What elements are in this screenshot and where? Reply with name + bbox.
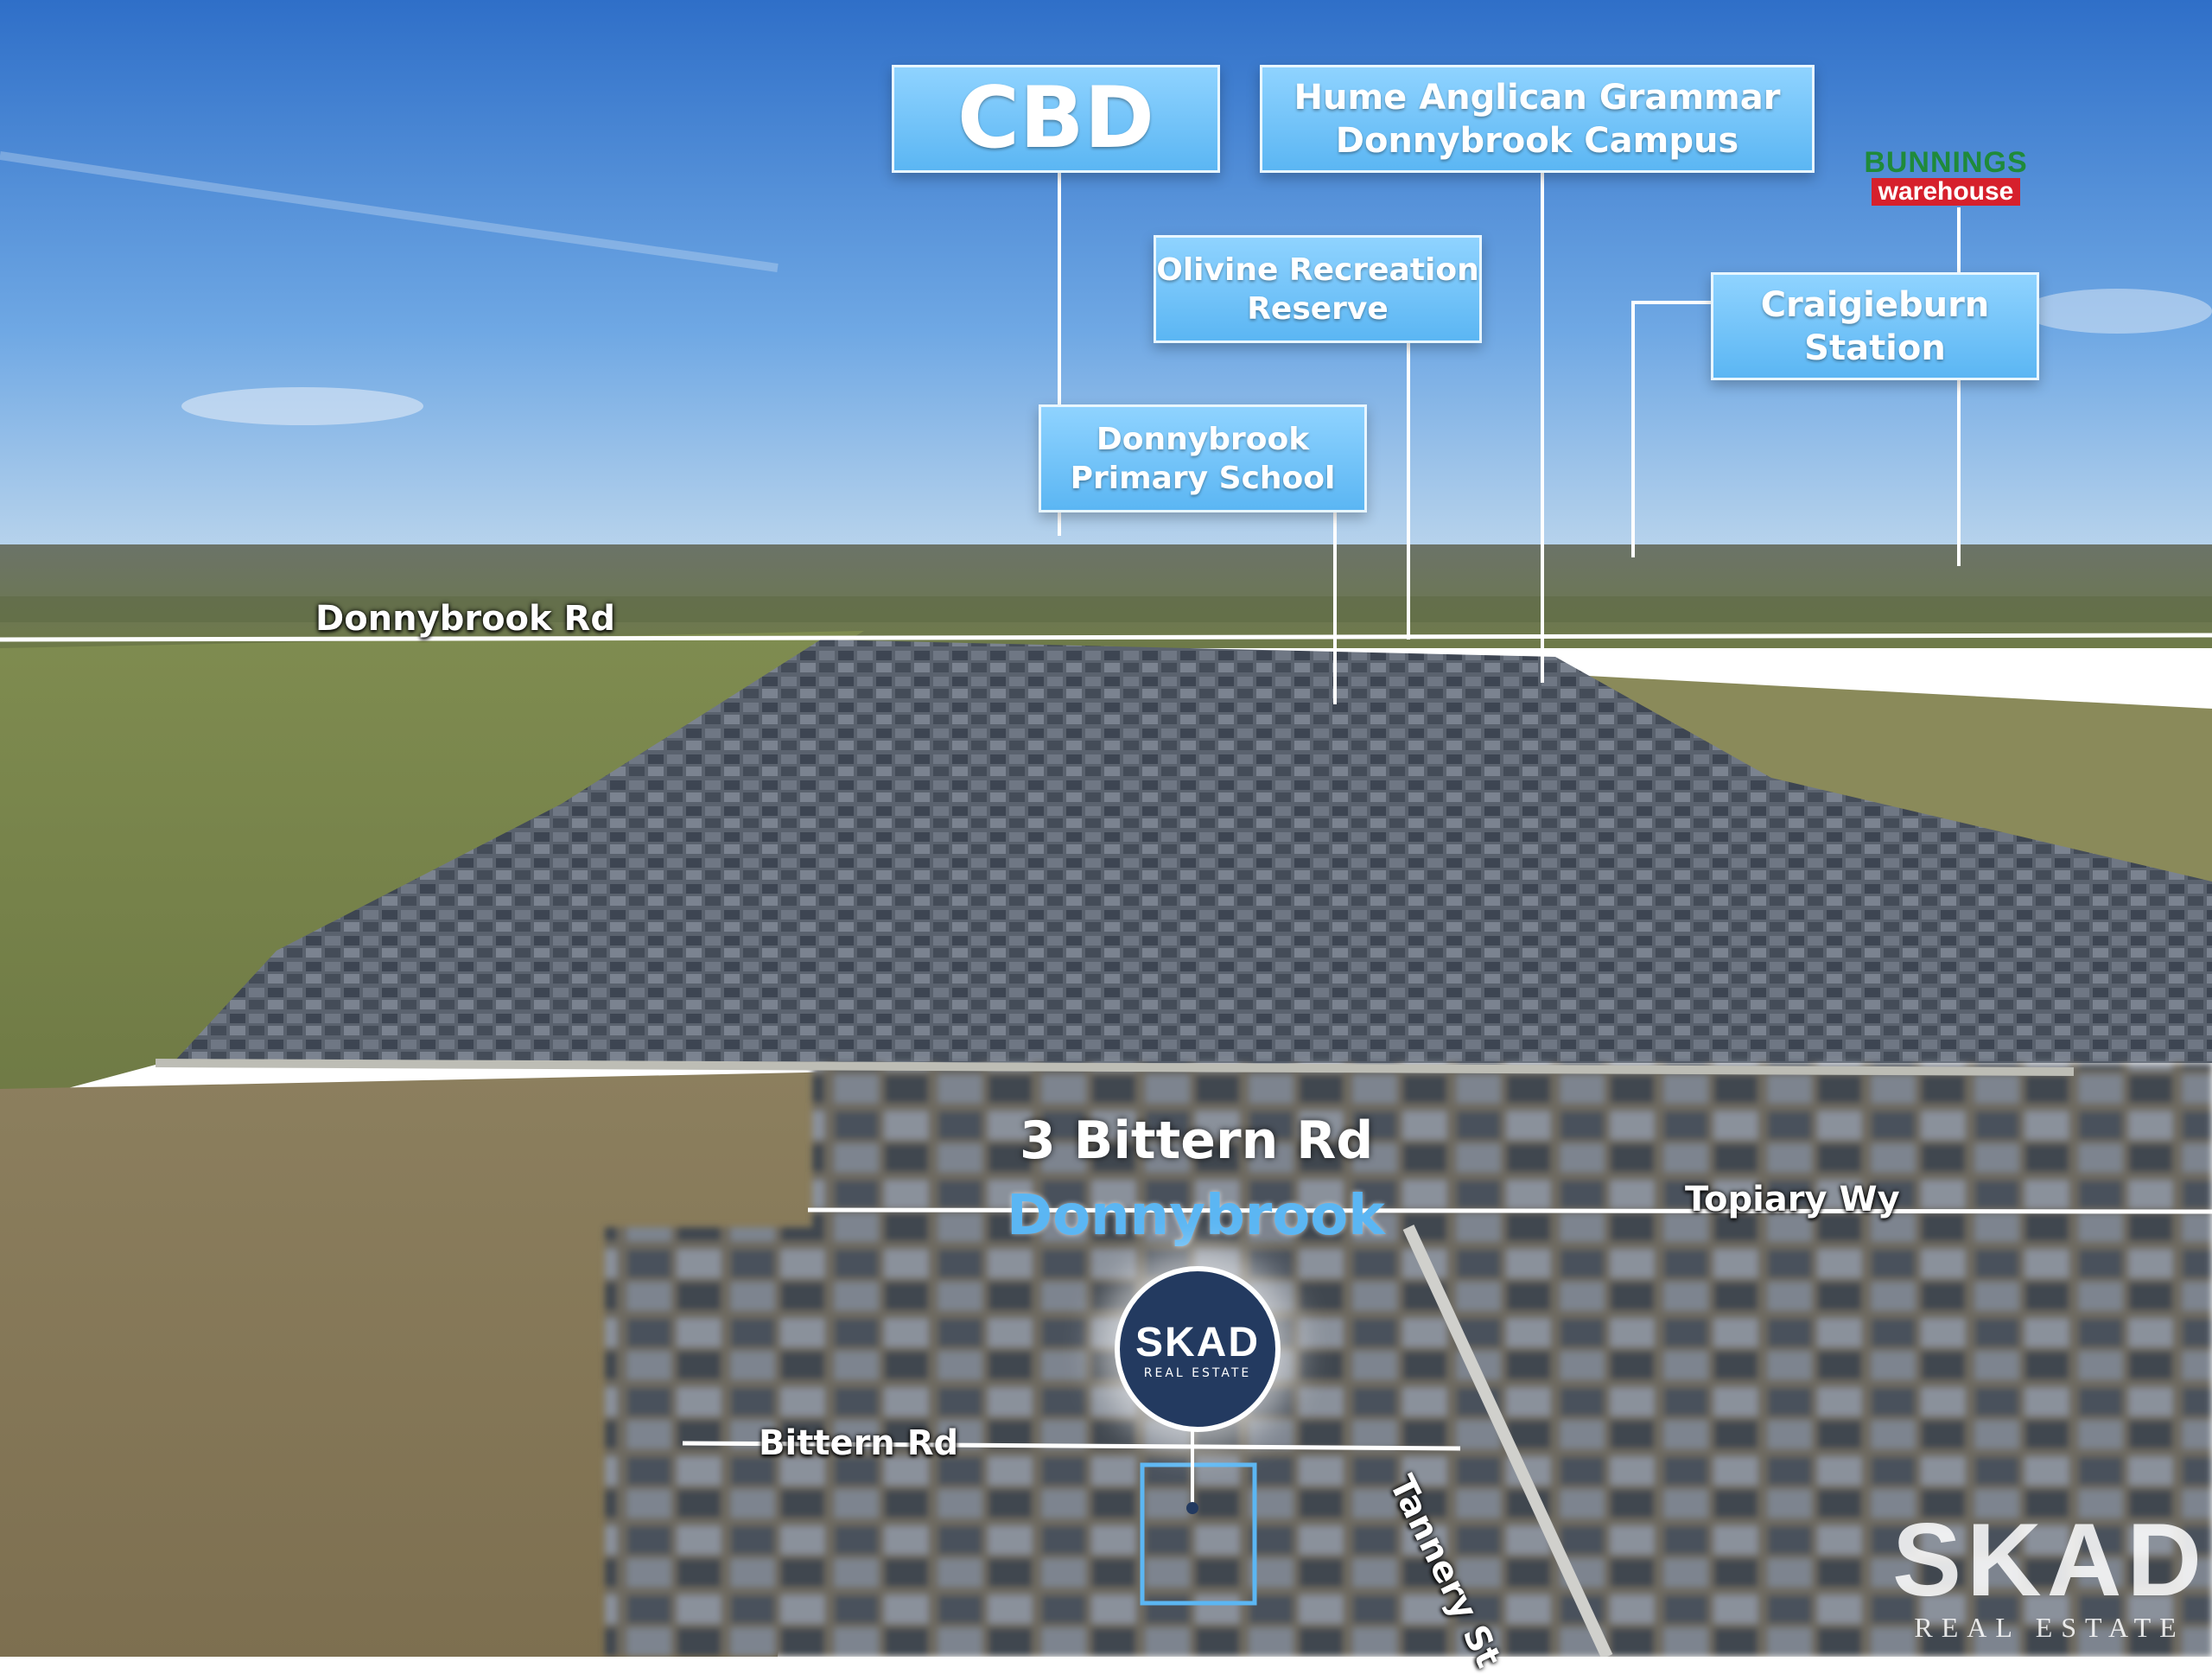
label-primary-line2: Primary School bbox=[1070, 460, 1336, 496]
label-donnybrook-primary-school: Donnybrook Primary School bbox=[1039, 404, 1367, 512]
bunnings-logo: BUNNINGS warehouse bbox=[1852, 147, 2040, 207]
label-craigieburn-line1: Craigieburn bbox=[1760, 284, 1990, 325]
bunnings-logo-top: BUNNINGS bbox=[1864, 146, 2028, 179]
label-cbd: CBD bbox=[892, 65, 1220, 173]
bunnings-logo-bottom: warehouse bbox=[1871, 178, 2021, 206]
label-cbd-text: CBD bbox=[957, 69, 1154, 169]
road-label-bittern-rd: Bittern Rd bbox=[759, 1423, 959, 1463]
label-hume-anglican-grammar: Hume Anglican Grammar Donnybrook Campus bbox=[1260, 65, 1815, 173]
label-craigieburn-line2: Station bbox=[1804, 328, 1946, 368]
label-hume-line1: Hume Anglican Grammar bbox=[1294, 77, 1781, 118]
road-label-donnybrook-rd: Donnybrook Rd bbox=[315, 599, 615, 639]
road-label-topiary-wy: Topiary Wy bbox=[1685, 1180, 1900, 1219]
skad-watermark-sub: REAL ESTATE bbox=[1914, 1612, 2185, 1643]
donnybrook-rd-line bbox=[0, 633, 2212, 642]
property-outline bbox=[1140, 1462, 1257, 1606]
label-olivine-recreation-reserve: Olivine Recreation Reserve bbox=[1154, 235, 1482, 343]
skad-badge-logo: SKAD REAL ESTATE bbox=[1115, 1266, 1281, 1432]
bittern-rd-line bbox=[682, 1441, 1461, 1451]
leader-lines bbox=[1058, 173, 1961, 704]
property-address: 3 Bittern Rd bbox=[1020, 1111, 1374, 1171]
skad-watermark: SKAD REAL ESTATE bbox=[1892, 1508, 2207, 1644]
label-olivine-line2: Reserve bbox=[1247, 290, 1389, 327]
property-suburb: Donnybrook bbox=[1007, 1184, 1385, 1248]
label-olivine-line1: Olivine Recreation bbox=[1156, 251, 1479, 288]
skad-watermark-name: SKAD bbox=[1892, 1502, 2208, 1618]
topiary-wy-line bbox=[807, 1207, 2212, 1214]
label-hume-line2: Donnybrook Campus bbox=[1335, 120, 1739, 161]
label-craigieburn-station: Craigieburn Station bbox=[1711, 272, 2039, 380]
label-primary-line1: Donnybrook bbox=[1096, 421, 1310, 457]
skad-badge-name: SKAD bbox=[1135, 1319, 1260, 1365]
skad-badge-sub: REAL ESTATE bbox=[1143, 1365, 1252, 1380]
